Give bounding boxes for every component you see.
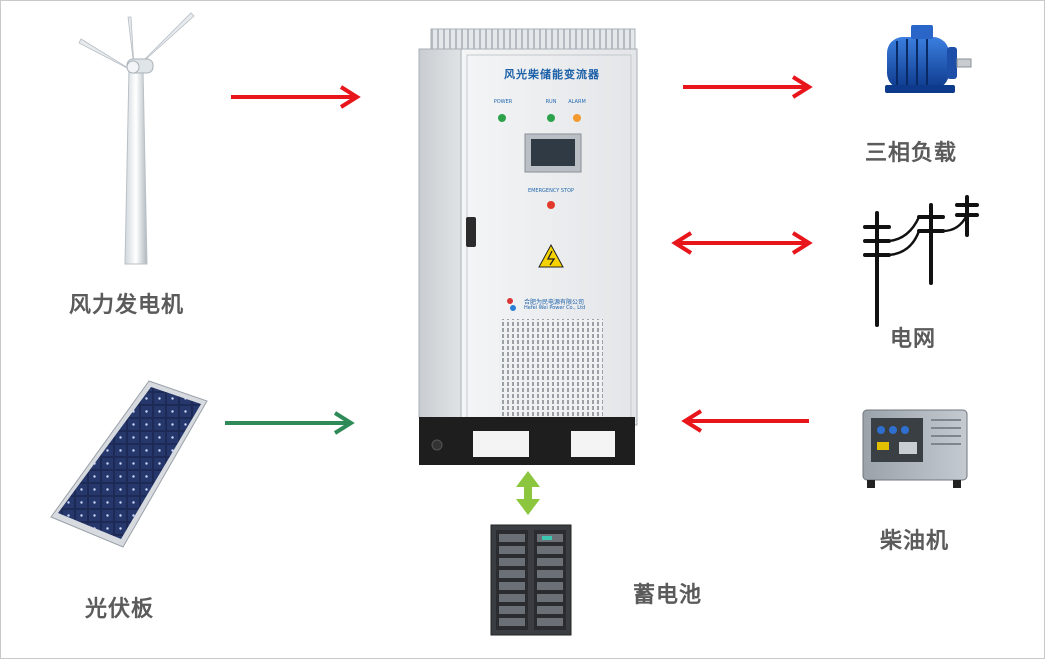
indicator-power-label: POWER <box>493 99 513 105</box>
indicator-alarm-label: ALARM <box>568 99 586 105</box>
power-grid-icon <box>863 195 979 327</box>
grid-bidirectional-arrow <box>671 231 813 255</box>
wind-turbine-icon <box>78 12 195 265</box>
company-name-cn: 合肥为民电源有限公司 <box>524 299 585 306</box>
diesel-to-converter-arrow <box>681 409 809 433</box>
emergency-stop-label: EMERGENCY STOP <box>527 188 575 194</box>
motor-load-icon <box>885 25 972 93</box>
wind-label: 风力发电机 <box>69 293 185 318</box>
wind-to-converter-arrow <box>231 85 361 109</box>
load-label: 三相负载 <box>865 141 958 166</box>
company-name-en: Hefei Wei Power Co., Ltd <box>524 305 586 311</box>
solar-panel-icon <box>50 380 208 548</box>
battery-label: 蓄电池 <box>633 583 703 608</box>
battery-bidirectional-arrow <box>516 471 540 515</box>
diesel-generator-icon <box>862 409 968 488</box>
cabinet-title: 风光柴储能变流器 <box>504 68 600 81</box>
grid-label: 电网 <box>890 327 937 352</box>
indicator-run-label: RUN <box>545 99 557 105</box>
converter-cabinet <box>418 28 638 465</box>
battery-rack-icon <box>490 524 572 636</box>
diesel-label: 柴油机 <box>880 529 950 554</box>
solar-to-converter-arrow <box>225 411 355 435</box>
converter-to-load-arrow <box>683 75 813 99</box>
solar-label: 光伏板 <box>85 597 155 622</box>
